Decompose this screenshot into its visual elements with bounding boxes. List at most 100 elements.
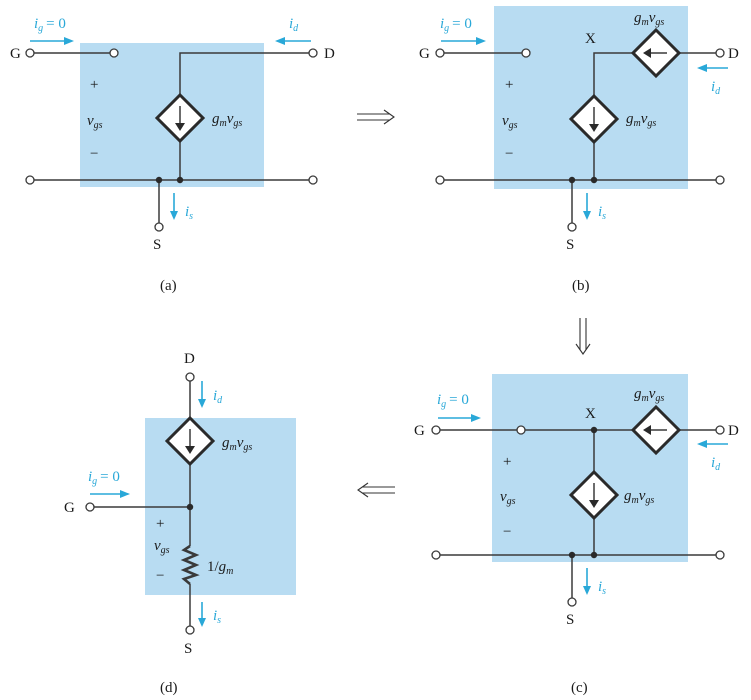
drain-label: D xyxy=(324,46,335,62)
ig-arrow-head xyxy=(64,37,74,45)
id-arrow-head xyxy=(275,37,285,45)
ig-label: ig= 0 xyxy=(437,392,469,410)
bottom-left-terminal xyxy=(431,550,441,560)
source-arrow-head xyxy=(589,500,599,508)
x-node-wire xyxy=(593,52,633,96)
is-arrow-head xyxy=(583,211,591,220)
transform-arrow-c-to-d xyxy=(357,482,395,498)
id-label: id xyxy=(213,388,223,406)
gate-open-terminal xyxy=(516,425,526,435)
shaded-region xyxy=(492,374,688,562)
is-label: is xyxy=(185,204,193,222)
node-x-label: X xyxy=(585,406,596,422)
source-terminal xyxy=(567,222,577,232)
source-terminal xyxy=(154,222,164,232)
gate-label: G xyxy=(419,46,430,62)
source-terminal xyxy=(185,625,195,635)
id-label: id xyxy=(711,79,721,97)
transform-arrow-b-to-c xyxy=(575,318,591,355)
resistor xyxy=(180,544,200,585)
drain-label: D xyxy=(728,46,739,62)
is-arrow-head xyxy=(170,211,178,220)
caption-b: (b) xyxy=(572,278,590,294)
source-label: S xyxy=(153,237,161,253)
panel-b: G D S X ig= 0 id is + vgs − gmvgs gmvgs … xyxy=(419,6,739,294)
source-arrow-head xyxy=(643,425,651,435)
caption-d: (d) xyxy=(160,680,178,696)
id-label: id xyxy=(289,16,299,34)
id-label: id xyxy=(711,455,721,473)
ig-arrow-head xyxy=(471,414,481,422)
id-arrow-head xyxy=(697,64,707,72)
source-label: S xyxy=(184,641,192,657)
junction-node xyxy=(590,551,598,559)
is-label: is xyxy=(213,608,221,626)
gate-label: G xyxy=(414,423,425,439)
source-terminal xyxy=(567,597,577,607)
source-label: S xyxy=(566,237,574,253)
bottom-right-terminal xyxy=(715,175,725,185)
gate-label: G xyxy=(64,500,75,516)
gate-terminal xyxy=(85,502,95,512)
source-label: S xyxy=(566,612,574,628)
is-label: is xyxy=(598,204,606,222)
vgs-minus: − xyxy=(90,146,98,162)
bottom-left-terminal xyxy=(25,175,35,185)
source-arrow-head xyxy=(185,446,195,454)
drain-terminal xyxy=(715,425,725,435)
drain-label: D xyxy=(728,423,739,439)
gm-vgs-label-vertical: gmvgs xyxy=(624,488,654,506)
panel-d: D G S id ig= 0 is + vgs − gmvgs 1/gm (d) xyxy=(64,351,296,696)
ig-arrow-head xyxy=(476,37,486,45)
source-arrow-head xyxy=(643,48,651,58)
id-arrow-head xyxy=(697,440,707,448)
gm-vgs-label-horizontal: gmvgs xyxy=(634,10,664,28)
vgs-label: vgs xyxy=(87,113,103,131)
vgs-minus: − xyxy=(503,524,511,540)
junction-node xyxy=(186,503,194,511)
gate-label: G xyxy=(10,46,21,62)
is-arrow-head xyxy=(583,586,591,595)
transform-arrow-a-to-b xyxy=(357,109,395,125)
gm-vgs-label-horizontal: gmvgs xyxy=(634,386,664,404)
ig-arrow-head xyxy=(120,490,130,498)
caption-a: (a) xyxy=(160,278,177,294)
node-x xyxy=(590,426,598,434)
vgs-label: vgs xyxy=(502,113,518,131)
ig-label: ig= 0 xyxy=(34,16,66,34)
junction-node xyxy=(176,176,184,184)
vgs-label: vgs xyxy=(154,538,170,556)
vgs-minus: − xyxy=(156,568,164,584)
node-x-label: X xyxy=(585,31,596,47)
vgs-plus: + xyxy=(90,77,98,93)
source-arrow-head xyxy=(175,123,185,131)
junction-node xyxy=(568,176,576,184)
bottom-right-terminal xyxy=(715,550,725,560)
resistor-label: 1/gm xyxy=(207,559,233,577)
caption-c: (c) xyxy=(571,680,588,696)
vgs-label: vgs xyxy=(500,489,516,507)
bottom-left-terminal xyxy=(435,175,445,185)
vgs-plus: + xyxy=(503,454,511,470)
ig-label: ig= 0 xyxy=(88,469,120,487)
junction-node xyxy=(590,176,598,184)
junction-node xyxy=(155,176,163,184)
is-arrow-head xyxy=(198,618,206,627)
source-arrow-head xyxy=(589,124,599,132)
gate-terminal xyxy=(435,48,445,58)
gm-vgs-label: gmvgs xyxy=(212,111,242,129)
gate-terminal xyxy=(25,48,35,58)
ig-label: ig= 0 xyxy=(440,16,472,34)
is-label: is xyxy=(598,579,606,597)
bottom-right-terminal xyxy=(308,175,318,185)
vgs-plus: + xyxy=(156,516,164,532)
panel-c: G D S X ig= 0 id is + vgs − gmvgs gmvgs … xyxy=(414,374,739,696)
gate-open-terminal xyxy=(109,48,119,58)
gm-vgs-label-vertical: gmvgs xyxy=(626,111,656,129)
drain-label: D xyxy=(184,351,195,367)
drain-terminal xyxy=(715,48,725,58)
drain-terminal xyxy=(185,372,195,382)
panel-a: G D S ig= 0 id is + vgs − gmvgs (a) xyxy=(10,16,335,294)
gm-vgs-label: gmvgs xyxy=(222,435,252,453)
